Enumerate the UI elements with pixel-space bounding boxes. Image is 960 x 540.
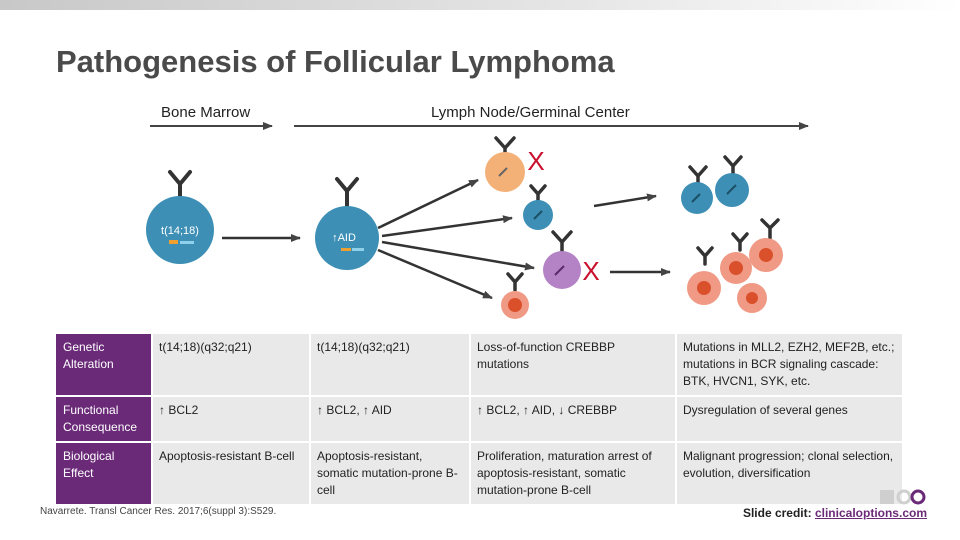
row-header: Genetic Alteration — [56, 334, 151, 395]
credit-label: Slide credit: — [742, 506, 812, 520]
salmon-clonal-cluster — [687, 218, 783, 313]
translocation-label: t(14;18) — [161, 225, 199, 237]
phase-label-lymph-node: Lymph Node/Germinal Center — [431, 104, 630, 121]
table-row-genetic-alteration: Genetic Alteration t(14;18)(q32;q21) t(1… — [56, 334, 902, 395]
phase-label-bone-marrow: Bone Marrow — [161, 104, 251, 121]
slide-credit: Slide credit: clinicaloptions.com — [743, 506, 927, 520]
alteration-table: Genetic Alteration t(14;18)(q32;q21) t(1… — [56, 332, 902, 506]
table-row-functional-consequence: Functional Consequence ↑ BCL2 ↑ BCL2, ↑ … — [56, 397, 902, 441]
purple-cell-crebbp-loss — [543, 230, 581, 289]
germinal-center-b-cell — [315, 177, 379, 270]
top-gradient-bar — [0, 0, 960, 10]
table-cell: t(14;18)(q32;q21) — [309, 334, 469, 395]
blue-cell-mutated — [523, 184, 553, 230]
blue-clonal-cluster — [681, 155, 749, 214]
arrow-to-purple-cell — [381, 240, 535, 271]
table-cell: Proliferation, maturation arrest of apop… — [469, 443, 675, 504]
orange-cell-apoptotic — [485, 136, 525, 192]
table-cell: Malignant progression; clonal selection,… — [675, 443, 902, 504]
blocked-x-mark-lower: X — [582, 256, 599, 286]
table-cell: Dysregulation of several genes — [675, 397, 902, 441]
slide-title: Pathogenesis of Follicular Lymphoma — [56, 44, 615, 79]
bone-marrow-b-cell — [146, 170, 214, 264]
arrow-to-red-cell — [377, 248, 493, 300]
table-cell: ↑ BCL2 — [151, 397, 309, 441]
arrow-to-blue-cell — [381, 215, 513, 238]
citation: Navarrete. Transl Cancer Res. 2017;6(sup… — [40, 506, 277, 517]
aid-label: ↑AID — [332, 232, 356, 244]
credit-link[interactable]: clinicaloptions.com — [814, 506, 927, 520]
pathogenesis-diagram: t(14;18) ↑AID X X — [146, 122, 809, 319]
table-cell: t(14;18)(q32;q21) — [151, 334, 309, 395]
arrow-to-orange-cell — [377, 178, 479, 230]
red-cell-transformed — [501, 272, 529, 319]
cco-logo-icon — [880, 489, 926, 505]
table-row-biological-effect: Biological Effect Apoptosis-resistant B-… — [56, 443, 902, 504]
arrow-to-blue-cluster — [593, 193, 657, 208]
table-cell: Apoptosis-resistant B-cell — [151, 443, 309, 504]
table-cell: Loss-of-function CREBBP mutations — [469, 334, 675, 395]
row-header: Biological Effect — [56, 443, 151, 504]
table-cell: Apoptosis-resistant, somatic mutation-pr… — [309, 443, 469, 504]
row-header: Functional Consequence — [56, 397, 151, 441]
table-cell: ↑ BCL2, ↑ AID, ↓ CREBBP — [469, 397, 675, 441]
table-cell: ↑ BCL2, ↑ AID — [309, 397, 469, 441]
blocked-x-mark-upper: X — [527, 146, 544, 176]
table-cell: Mutations in MLL2, EZH2, MEF2B, etc.; mu… — [675, 334, 902, 395]
